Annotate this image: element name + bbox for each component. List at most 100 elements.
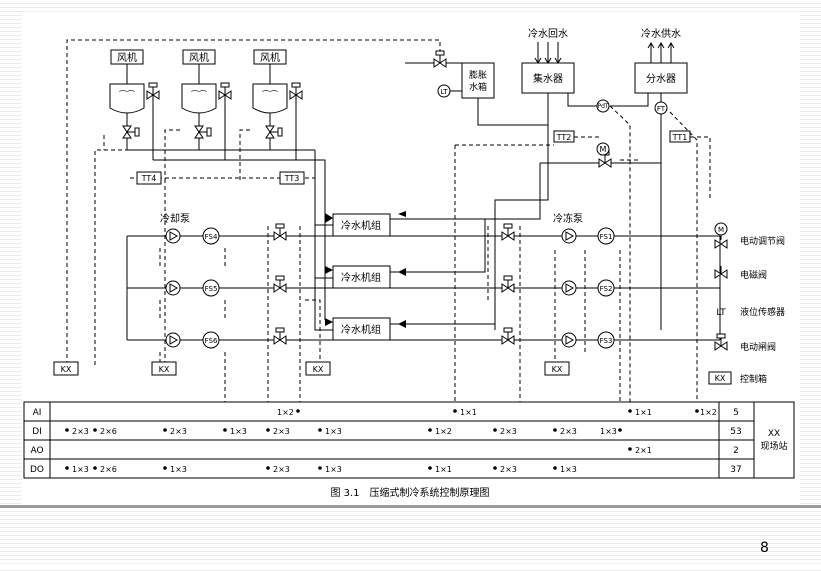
pdt-sensor [596,99,610,113]
chilled-pump-label: 冷冻泵 [553,212,583,225]
svg-text:AO: AO [30,446,43,456]
svg-text:DI: DI [32,427,42,437]
svg-text:1×3: 1×3 [72,465,89,474]
svg-text:2×3: 2×3 [72,427,89,436]
svg-text:2×3: 2×3 [500,427,517,436]
svg-text:1×3: 1×3 [560,465,577,474]
svg-text:TT3: TT3 [284,174,300,183]
svg-text:2×6: 2×6 [100,465,117,474]
svg-text:TT4: TT4 [141,174,157,183]
svg-text:2×3: 2×3 [560,427,577,436]
legend: M 电动调节阀 电磁阀 LT 液位传感器 电动闸阀 KX 控制箱 [708,222,785,385]
svg-text:冷水机组: 冷水机组 [341,323,381,336]
kx-boxes: KX KX KX KX [53,361,570,376]
fan-label-3: 风机 [260,51,280,64]
svg-text:M: M [600,145,607,154]
svg-text:LT: LT [440,88,448,96]
fs5-sensor [202,279,220,297]
legend-level-sensor: 液位传感器 [740,306,785,318]
fs2-sensor [597,279,615,297]
expansion-tank [461,62,495,99]
svg-text:2: 2 [733,446,739,456]
svg-text:1×3: 1×3 [325,465,342,474]
svg-text:5: 5 [733,408,739,418]
svg-text:1×3: 1×3 [230,427,247,436]
fs6-sensor [202,331,220,349]
legend-motor-valve: 电动调节阀 [740,235,785,247]
cooling-tower-3 [252,83,288,114]
footer-bar [0,505,821,508]
svg-text:1×1: 1×1 [435,465,452,474]
svg-text:2×1: 2×1 [635,446,652,455]
fan-label-1: 风机 [117,51,137,64]
chiller-2 [332,265,391,289]
fs1-sensor [597,227,615,245]
svg-text:KX: KX [313,365,324,374]
svg-text:现场站: 现场站 [760,440,787,452]
svg-text:FS1: FS1 [600,233,613,241]
svg-text:37: 37 [730,465,741,475]
svg-text:FS2: FS2 [600,285,613,293]
svg-text:AI: AI [33,408,42,418]
svg-text:M: M [718,226,724,234]
tt3-tag [279,171,305,185]
distributor-box [634,62,688,94]
svg-text:FS6: FS6 [205,337,218,345]
svg-text:1×1: 1×1 [460,408,477,417]
svg-text:2×3: 2×3 [273,427,290,436]
svg-text:FS5: FS5 [205,285,218,293]
svg-text:2×6: 2×6 [100,427,117,436]
svg-text:冷水机组: 冷水机组 [341,271,381,284]
svg-text:TT2: TT2 [556,133,572,142]
chiller-units: 冷水机组 冷水机组 冷水机组 [332,213,391,341]
svg-text:FS3: FS3 [600,337,613,345]
svg-text:集水器: 集水器 [533,72,563,85]
svg-text:LT: LT [716,308,726,318]
svg-text:2×3: 2×3 [170,427,187,436]
io-table: AI DI AO DO 5 53 2 37 XX 现场站 1×2 1×1 1×1… [23,401,795,479]
svg-text:1×1: 1×1 [635,408,652,417]
svg-text:1×3: 1×3 [600,427,617,436]
fan-label-2: 风机 [189,51,209,64]
svg-text:1×2: 1×2 [700,408,717,417]
svg-text:PdT: PdT [597,103,608,110]
legend-control-box: 控制箱 [740,373,767,385]
svg-text:冷水机组: 冷水机组 [341,219,381,232]
tt4-tag [136,171,162,185]
svg-text:53: 53 [730,427,741,437]
svg-text:水箱: 水箱 [469,81,487,93]
legend-motor-gate-valve: 电动闸阀 [740,341,776,353]
svg-text:DO: DO [30,465,44,475]
svg-text:2×3: 2×3 [273,465,290,474]
svg-text:KX: KX [552,365,563,374]
svg-text:1×3: 1×3 [325,427,342,436]
legend-solenoid-valve: 电磁阀 [740,269,767,281]
svg-text:⌒⌒: ⌒⌒ [119,90,135,99]
svg-text:1×3: 1×3 [170,465,187,474]
svg-text:KX: KX [715,374,726,383]
svg-text:膨胀: 膨胀 [469,69,487,81]
cooling-towers: 风机 风机 风机 ⌒⌒ ⌒⌒ ⌒⌒ [109,49,315,161]
svg-text:1×2: 1×2 [435,427,452,436]
collector-box [521,62,575,94]
svg-text:1×2: 1×2 [277,408,294,417]
svg-text:XX: XX [768,429,780,439]
cooling-tower-2 [181,83,217,114]
svg-text:⌒⌒: ⌒⌒ [262,90,278,99]
svg-text:KX: KX [61,365,72,374]
cooling-pump-label: 冷却泵 [160,212,190,225]
page-number: 8 [760,540,769,556]
svg-text:分水器: 分水器 [646,73,676,85]
svg-text:FT: FT [657,105,666,113]
svg-text:2×3: 2×3 [500,465,517,474]
cooling-tower-1 [109,83,145,114]
fs3-sensor [597,331,615,349]
chilled-supply-label: 冷水供水 [641,27,681,40]
chiller-3 [332,317,391,341]
chilled-return-label: 冷水回水 [528,27,568,40]
svg-text:⌒⌒: ⌒⌒ [191,90,207,99]
svg-text:TT1: TT1 [672,133,688,142]
figure-caption: 图 3.1 压缩式制冷系统控制原理图 [330,486,489,499]
